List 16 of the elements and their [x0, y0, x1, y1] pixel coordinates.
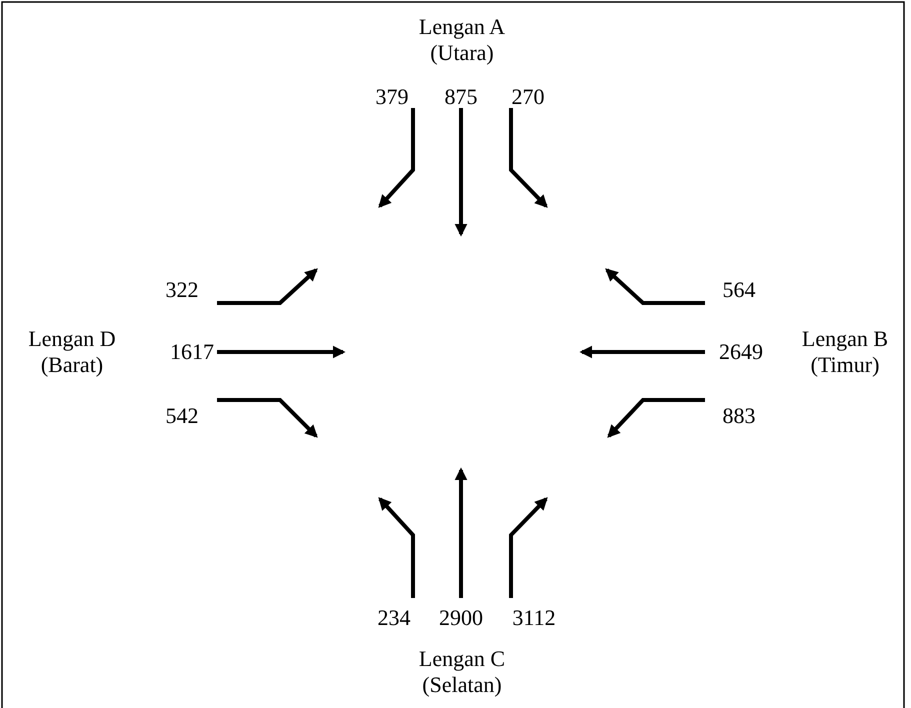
volume-number: 564 [722, 277, 756, 303]
approach-name: Lengan A (Utara) [418, 14, 506, 66]
approach-name: Lengan C (Selatan) [418, 646, 506, 698]
volume-number: 3112 [512, 605, 556, 631]
volume-number: 542 [166, 403, 198, 429]
approach-name: Lengan B (Timur) [800, 326, 890, 378]
volume-number: 2900 [439, 605, 483, 631]
volume-number: 322 [166, 277, 198, 303]
volume-number: 234 [378, 605, 410, 631]
volume-number: 2649 [719, 339, 763, 365]
volume-number: 270 [512, 84, 544, 110]
volume-number: 1617 [170, 339, 214, 365]
volume-number: 875 [444, 84, 478, 110]
volume-number: 883 [722, 403, 756, 429]
approach-name: Lengan D (Barat) [27, 326, 117, 378]
volume-number: 379 [376, 84, 408, 110]
